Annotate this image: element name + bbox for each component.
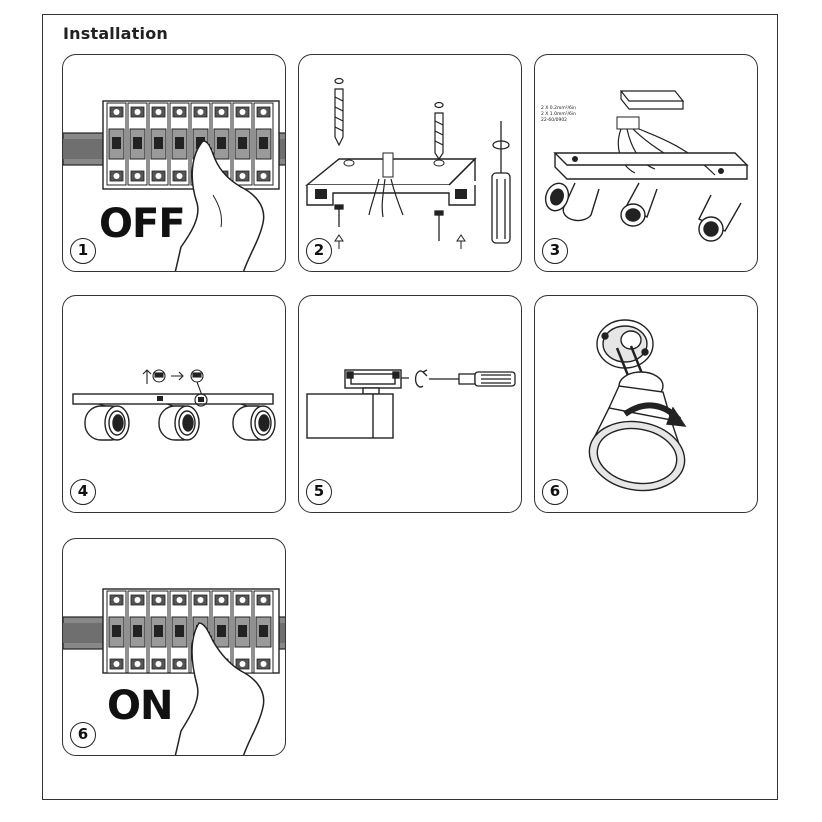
wiring-illustration: 2 X 0.2mm²/6in 2 X 1.0mm²/6in 22-60/0902 xyxy=(541,90,749,242)
step-panel-2: 2 xyxy=(298,54,522,272)
step-panel-4: 4 xyxy=(62,295,286,513)
step-panel-3: 2 X 0.2mm²/6in 2 X 1.0mm²/6in 22-60/0902… xyxy=(534,54,758,272)
step-number-7: 6 xyxy=(70,722,96,748)
wire-label-3: 22-60/0902 xyxy=(541,117,567,123)
wire-label-1: 2 X 0.2mm²/6in xyxy=(541,105,576,111)
breaker-off-illustration: OFF xyxy=(63,100,285,271)
tighten-screw-illustration xyxy=(306,369,516,439)
step-number-3: 3 xyxy=(542,238,568,264)
breaker-on-illustration: ON xyxy=(63,588,285,755)
step-number-1: 1 xyxy=(70,238,96,264)
wire-label-2: 2 X 1.0mm²/6in xyxy=(541,111,576,117)
page-title: Installation xyxy=(63,24,168,43)
step-number-4: 4 xyxy=(70,479,96,505)
step-number-5: 5 xyxy=(306,479,332,505)
fixture-mount-illustration xyxy=(72,369,276,441)
step-panel-5: 5 xyxy=(298,295,522,513)
page-frame xyxy=(42,14,778,800)
bulb-insert-illustration xyxy=(588,319,687,492)
step-panel-6: 6 xyxy=(534,295,758,513)
on-label: ON xyxy=(107,683,172,729)
step-number-2: 2 xyxy=(306,238,332,264)
step-number-6: 6 xyxy=(542,479,568,505)
step-panel-1: OFF 1 xyxy=(62,54,286,272)
step-panel-7: ON 6 xyxy=(62,538,286,756)
off-label: OFF xyxy=(99,201,185,247)
mounting-bracket-illustration xyxy=(305,77,511,249)
